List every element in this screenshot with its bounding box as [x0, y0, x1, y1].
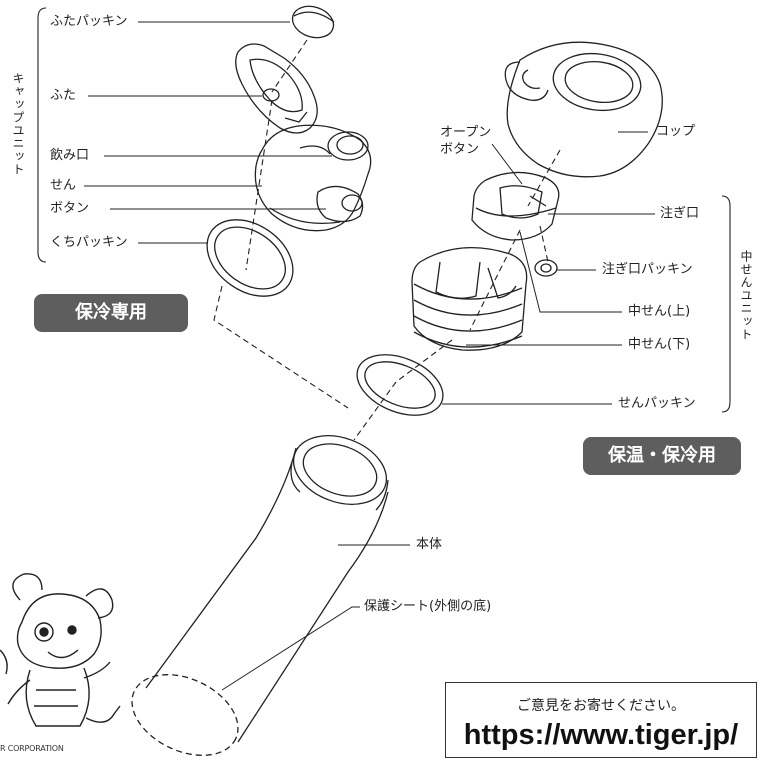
- corporation-text: R CORPORATION: [0, 744, 64, 753]
- inner-stopper-lower-part: [411, 246, 528, 351]
- stopper-unit-brace: [721, 195, 731, 413]
- cap-body-part: [254, 124, 372, 232]
- label-inner-stopper-lower: 中せん(下): [628, 337, 691, 352]
- label-protective-sheet: 保護シート(外側の底): [364, 599, 492, 614]
- leader-lines: [84, 21, 655, 691]
- website-url[interactable]: https://www.tiger.jp/: [463, 719, 739, 751]
- label-main-body: 本体: [416, 537, 443, 552]
- cup-part: [504, 41, 663, 178]
- feedback-box: ご意見をお寄せください。 https://www.tiger.jp/: [445, 682, 757, 758]
- stopper-unit-badge: 保温・保冷用: [583, 437, 741, 475]
- bottle-body-part: [131, 435, 389, 756]
- lid-gasket-part: [291, 5, 335, 39]
- inner-stopper-upper-part: [471, 171, 560, 241]
- label-lid: ふた: [50, 88, 77, 103]
- lid-part: [235, 43, 318, 134]
- label-button: ボタン: [50, 201, 90, 216]
- label-drinking-spout: 飲み口: [50, 148, 90, 163]
- cap-unit-brace: [37, 7, 47, 263]
- label-stopper: せん: [50, 178, 77, 193]
- tiger-mascot: [0, 573, 121, 727]
- label-lid-gasket: ふたパッキン: [50, 14, 128, 29]
- label-open-button: オープン ボタン: [440, 125, 492, 157]
- label-stopper-gasket: せんパッキン: [618, 396, 696, 411]
- assembly-lines: [213, 39, 561, 441]
- feedback-text: ご意見をお寄せください。: [517, 698, 685, 714]
- pour-spout-gasket-part: [534, 259, 558, 277]
- stopper-gasket-part: [356, 354, 444, 416]
- stopper-unit-group-label: 中せんユニット: [739, 250, 753, 341]
- label-mouth-gasket: くちパッキン: [50, 235, 128, 250]
- mouth-gasket-part: [206, 219, 294, 297]
- cap-unit-badge: 保冷専用: [34, 294, 188, 332]
- cap-unit-group-label: キャップユニット: [11, 72, 25, 176]
- label-cup: コップ: [656, 124, 696, 139]
- label-pour-spout: 注ぎ口: [660, 206, 700, 221]
- label-inner-stopper-upper: 中せん(上): [628, 304, 691, 319]
- label-pour-spout-gasket: 注ぎ口パッキン: [602, 262, 693, 277]
